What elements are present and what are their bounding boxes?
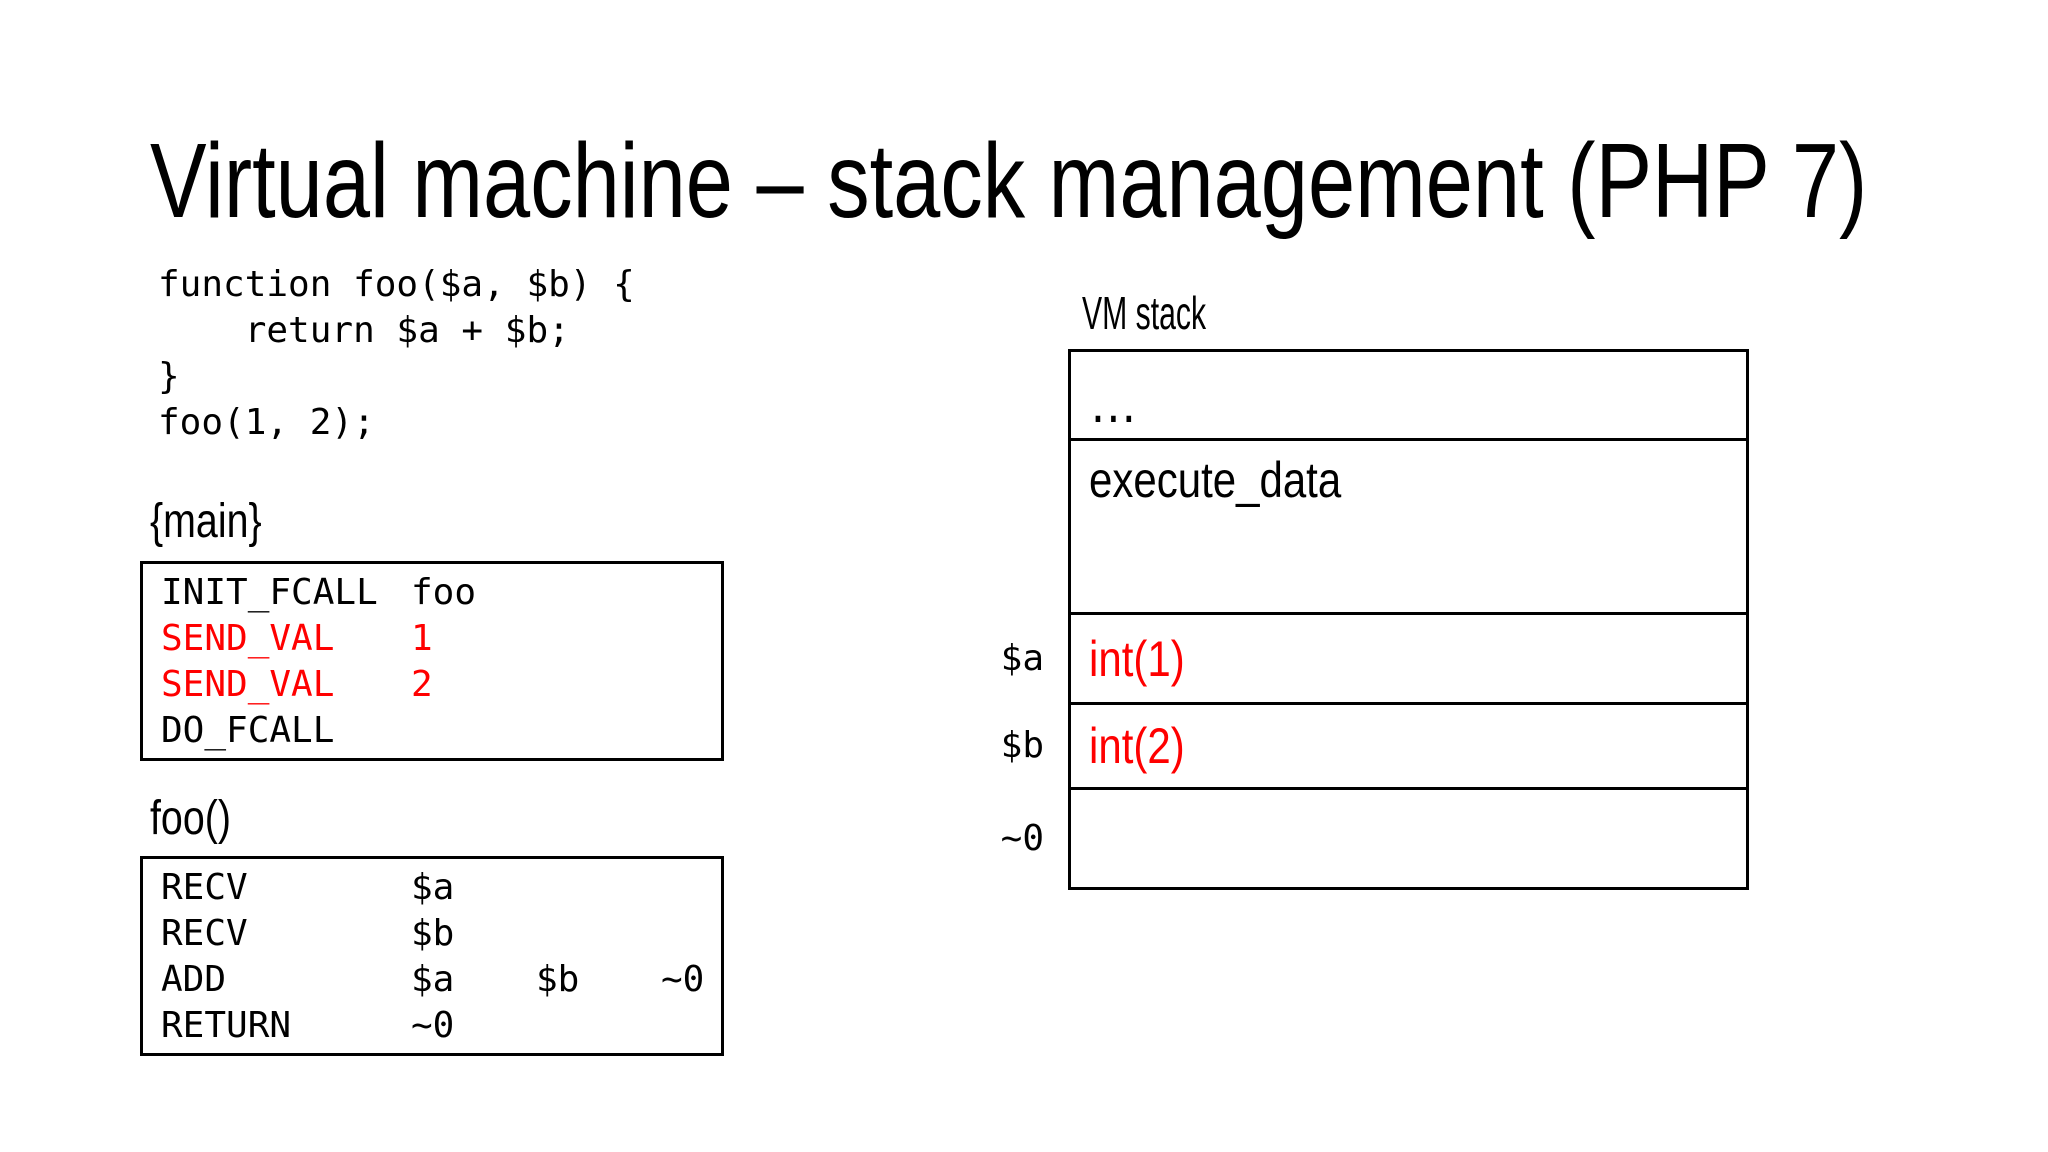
vm-stack-label-text: VM stack — [1082, 287, 1207, 339]
foo-opcodes-label: foo() — [150, 792, 231, 845]
opcode-row: SEND_VAL 1 — [161, 616, 721, 662]
opcode-name: SEND_VAL — [161, 618, 335, 659]
opcode-name: SEND_VAL — [161, 664, 335, 705]
vm-stack-cell: … — [1071, 352, 1746, 441]
opcode-row: ADD $a $b ~0 — [161, 957, 721, 1003]
vm-stack-side-label: ~0 — [1000, 818, 1044, 859]
opcode-name: DO_FCALL — [161, 710, 335, 751]
opcode-name: RETURN — [161, 1005, 292, 1046]
slide-title: Virtual machine – stack management (PHP … — [150, 122, 2048, 240]
opcode-name: RECV — [161, 913, 248, 954]
opcode-row: DO_FCALL — [161, 708, 721, 754]
opcode-name: ADD — [161, 959, 227, 1000]
opcode-operand: ~0 — [661, 959, 705, 1000]
vm-stack-cell-text: int(2) — [1089, 718, 1185, 774]
vm-stack-box: … execute_data int(1) int(2) — [1068, 349, 1749, 890]
php-code-block: function foo($a, $b) { return $a + $b; }… — [158, 264, 635, 443]
slide-title-text: Virtual machine – stack management (PHP … — [150, 122, 1868, 240]
opcode-name: INIT_FCALL — [161, 572, 378, 613]
opcode-row: RECV $a — [161, 865, 721, 911]
vm-stack-cell-text: int(1) — [1089, 630, 1185, 687]
vm-stack-label: VM stack — [1082, 288, 1237, 339]
opcode-operand: 2 — [411, 664, 433, 705]
opcode-operand: foo — [411, 572, 477, 613]
opcode-operand: 1 — [411, 618, 433, 659]
opcode-row: SEND_VAL 2 — [161, 662, 721, 708]
vm-stack-cell — [1071, 790, 1746, 887]
opcode-operand: ~0 — [411, 1005, 455, 1046]
vm-stack-cell: int(1) — [1071, 615, 1746, 705]
opcode-operand: $b — [411, 913, 455, 954]
vm-stack-cell: int(2) — [1071, 705, 1746, 790]
vm-stack-side-label: $b — [1000, 725, 1044, 766]
main-opcodes-label: {main} — [150, 495, 262, 548]
vm-stack-cell-text: … — [1089, 370, 1140, 435]
opcode-row: RETURN ~0 — [161, 1003, 721, 1049]
opcode-operand: $a — [411, 867, 455, 908]
opcode-name: RECV — [161, 867, 248, 908]
vm-stack-cell-text: execute_data — [1089, 452, 1342, 508]
vm-stack-cell: execute_data — [1071, 441, 1746, 615]
vm-stack-side-label: $a — [1000, 638, 1044, 679]
opcode-row: RECV $b — [161, 911, 721, 957]
opcode-operand: $a — [411, 959, 455, 1000]
opcode-row: INIT_FCALL foo — [161, 570, 721, 616]
opcode-operand: $b — [536, 959, 580, 1000]
